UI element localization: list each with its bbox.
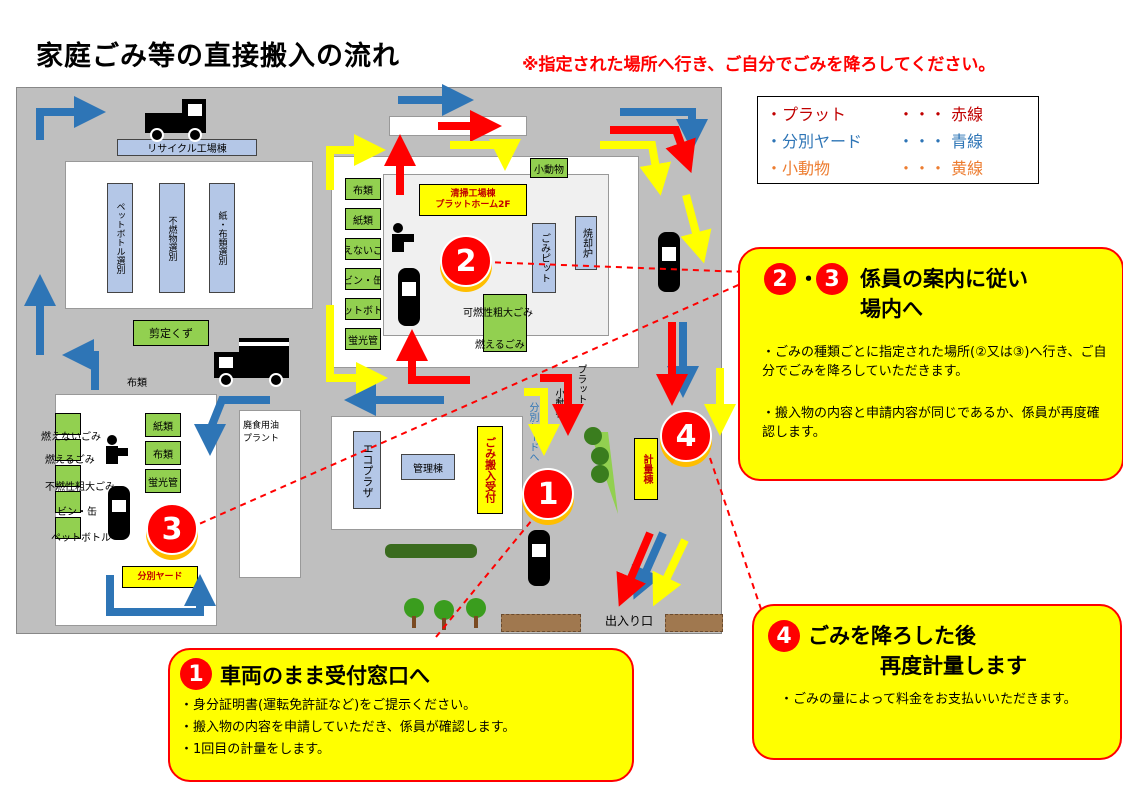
label-burnable: 燃えるごみ xyxy=(45,455,95,466)
gate-left xyxy=(501,614,581,632)
notice-text: ※指定された場所へ行き、ご自分でごみを降ろしてください。 xyxy=(522,55,996,75)
combustible-label: 燃えるごみ xyxy=(475,340,525,351)
route-platform: プラット xyxy=(575,364,586,404)
site-map: リサイクル工場棟 ペットボトル選別 不燃物選別 紙・布類選別 剪定くず 布類 燃… xyxy=(16,87,723,634)
callout-4-title-2: 再度計量します xyxy=(880,654,1027,678)
callout-1-num: 1 xyxy=(180,658,212,690)
red-route xyxy=(384,110,696,607)
sort-yard-slot-3 xyxy=(55,465,81,487)
sort-yard-paper: 紙類 xyxy=(145,413,181,437)
yellow-route xyxy=(326,134,736,607)
cleaning-plant-label: 清掃工場棟 プラットホーム2F xyxy=(419,184,527,216)
legend-yellow-line: ・・・ 黄線 xyxy=(898,159,984,178)
callout-2-3: 2 ・ 3 係員の案内に従い 場内へ ・ごみの種類ごとに指定された場所(②又は③… xyxy=(738,247,1123,481)
garbage-pit: ごみピット xyxy=(532,223,556,293)
callout-connectors xyxy=(189,261,763,638)
truck-icon-2 xyxy=(214,338,289,387)
callout-2-3-sep: ・ xyxy=(798,267,819,291)
callout-2-num: 2 xyxy=(764,263,796,295)
cloth-label: 布類 xyxy=(127,378,147,389)
callout-2-3-title-2: 場内へ xyxy=(860,297,923,321)
legend-sort-yard: ・分別ヤード xyxy=(766,132,863,151)
reception: ごみ搬入受付 xyxy=(477,426,503,514)
combustible-bulky-box xyxy=(483,294,527,352)
label-nonburnable-bulky: 不燃性粗大ごみ xyxy=(45,482,115,493)
recycle-building-label: リサイクル工場棟 xyxy=(117,139,257,156)
car-icon xyxy=(108,232,680,586)
callout-4-num: 4 xyxy=(768,620,800,652)
plant-paper: 紙類 xyxy=(345,208,381,230)
callout-2-3-line-1: ・ごみの種類ごとに指定された場所(②又は③)へ行き、ご自分でごみを降ろしていただ… xyxy=(762,345,1107,379)
sort-yard-slot-1 xyxy=(55,413,81,435)
pruned-branches: 剪定くず xyxy=(133,320,209,346)
marker-4: 4 xyxy=(660,410,712,462)
worker-icon xyxy=(106,223,414,464)
callout-2-3-title-1: 係員の案内に従い xyxy=(860,267,1028,291)
marker-1: 1 xyxy=(522,468,574,520)
plant-nonburnable: 燃えないごみ xyxy=(345,238,381,260)
eco-plaza: エコプラザ xyxy=(353,431,381,509)
legend-platform: ・プラット xyxy=(766,105,847,124)
truck-icon xyxy=(145,99,206,142)
recycle-building xyxy=(65,161,313,309)
plant-pet-bottles: ペットボトル xyxy=(345,298,381,320)
plant-small-animals: 小動物 xyxy=(530,158,568,178)
hedge xyxy=(385,544,477,558)
sort-yard-cloth: 布類 xyxy=(145,441,181,465)
plant-cloth: 布類 xyxy=(345,178,381,200)
legend: ・プラット ・・・ 赤線 ・分別ヤード ・・・ 青線 ・小動物 ・・・ 黄線 xyxy=(757,96,1039,184)
plant-bottles-cans: ビン・缶 xyxy=(345,268,381,290)
legend-blue-line: ・・・ 青線 xyxy=(898,132,984,151)
sort-yard-slot-2 xyxy=(55,439,81,461)
tree-icons xyxy=(404,427,618,630)
callout-1: 1 車両のまま受付窓口へ ・身分証明書(運転免許証など)をご提示ください。 ・搬… xyxy=(168,648,634,782)
legend-red-line: ・・・ 赤線 xyxy=(898,105,984,124)
sort-yard-slot-5 xyxy=(55,517,81,539)
label-nonburnable: 燃えないごみ xyxy=(41,432,101,443)
legend-small-animals: ・小動物 xyxy=(766,159,831,178)
marker-2: 2 xyxy=(440,235,492,287)
callout-4-line-1: ・ごみの量によって料金をお支払いいただきます。 xyxy=(780,692,1077,707)
admin-building: 管理棟 xyxy=(401,454,455,480)
callout-2-3-line-2: ・搬入物の内容と申請内容が同じであるか、係員が再度確認します。 xyxy=(762,406,1100,440)
combustible-bulky-label: 可燃性粗大ごみ xyxy=(463,308,533,319)
paper-cloth-sorting: 紙・布類選別 xyxy=(209,183,235,293)
callout-1-line-2: ・搬入物の内容を申請していただき、係員が確認します。 xyxy=(180,720,516,735)
blue-route xyxy=(24,84,708,616)
callout-3-num: 3 xyxy=(816,263,848,295)
incinerator: 焼却炉 xyxy=(575,216,597,270)
waste-oil-plant-label: 廃食用油 プラント xyxy=(243,421,280,444)
sort-yard-slot-4 xyxy=(55,491,81,513)
label-bottles-cans: ビン・缶 xyxy=(57,507,97,518)
label-pet-bottles: ペットボトル xyxy=(51,533,111,544)
callout-1-title: 車両のまま受付窓口へ xyxy=(220,664,430,688)
callout-4-title-1: ごみを降ろした後 xyxy=(808,624,976,648)
route-small-animals: 小動物 xyxy=(553,388,564,418)
sort-yard-name: 分別ヤード xyxy=(122,566,198,588)
sort-yard-fluorescent: 蛍光管 xyxy=(145,469,181,493)
weighing-building: 計量棟 xyxy=(634,438,658,500)
marker-3: 3 xyxy=(146,503,198,555)
entrance-label: 出入り口 xyxy=(605,614,654,628)
callout-1-line-3: ・1回目の計量をします。 xyxy=(180,742,330,757)
pet-bottle-sorting: ペットボトル選別 xyxy=(107,183,133,293)
page-title: 家庭ごみ等の直接搬入の流れ xyxy=(36,41,400,72)
nonburnable-sorting: 不燃物選別 xyxy=(159,183,185,293)
callout-1-line-1: ・身分証明書(運転免許証など)をご提示ください。 xyxy=(180,698,477,713)
plant-fluorescent: 蛍光管 xyxy=(345,328,381,350)
waste-oil-plant xyxy=(239,410,301,578)
callout-4: 4 ごみを降ろした後 再度計量します ・ごみの量によって料金をお支払いいただきま… xyxy=(752,604,1122,760)
gate-right xyxy=(665,614,723,632)
